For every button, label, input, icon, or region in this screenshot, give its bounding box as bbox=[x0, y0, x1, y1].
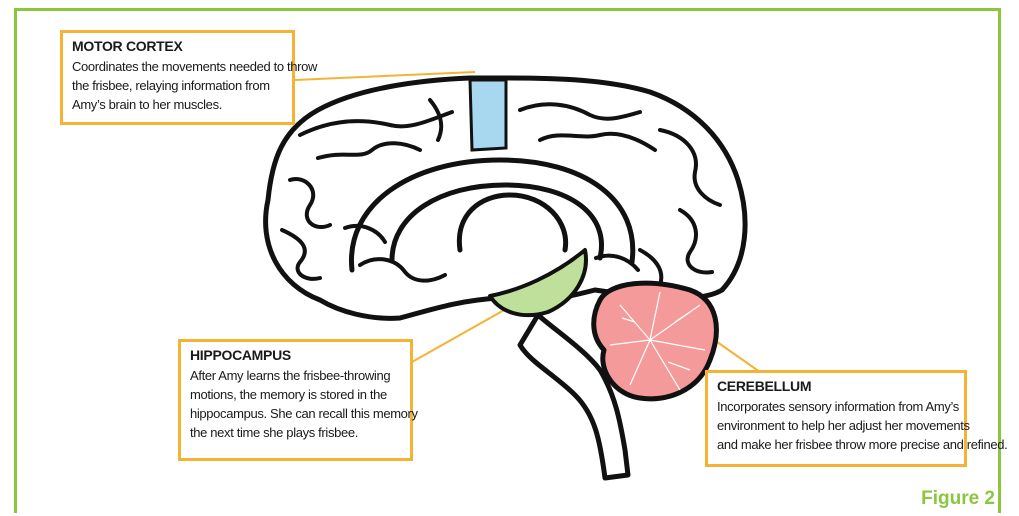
figure-label: Figure 2 bbox=[921, 488, 995, 510]
motor-cortex-region bbox=[470, 80, 506, 150]
cerebellum-callout: CEREBELLUM Incorporates sensory informat… bbox=[705, 370, 967, 467]
motor-cortex-callout: MOTOR CORTEX Coordinates the movements n… bbox=[60, 30, 295, 125]
hippocampus-callout: HIPPOCAMPUS After Amy learns the frisbee… bbox=[178, 339, 413, 461]
hippocampus-title: HIPPOCAMPUS bbox=[190, 347, 402, 363]
hippocampus-text-line: hippocampus. She can recall this memory bbox=[190, 404, 402, 423]
motor-cortex-text-line: Amy’s brain to her muscles. bbox=[72, 95, 284, 114]
hippocampus-text-line: the next time she plays frisbee. bbox=[190, 423, 402, 442]
motor-cortex-text-line: Coordinates the movements needed to thro… bbox=[72, 57, 284, 76]
cerebellum-text-line: Incorporates sensory information from Am… bbox=[717, 397, 956, 416]
cerebellum-title: CEREBELLUM bbox=[717, 378, 956, 394]
cerebellum-text-line: and make her frisbee throw more precise … bbox=[717, 435, 956, 454]
cerebellum-text-line: environment to help her adjust her movem… bbox=[717, 416, 956, 435]
motor-cortex-text-line: the frisbee, relaying information from bbox=[72, 76, 284, 95]
motor-cortex-title: MOTOR CORTEX bbox=[72, 38, 284, 54]
hippocampus-text-line: After Amy learns the frisbee-throwing bbox=[190, 366, 402, 385]
hippocampus-text-line: motions, the memory is stored in the bbox=[190, 385, 402, 404]
